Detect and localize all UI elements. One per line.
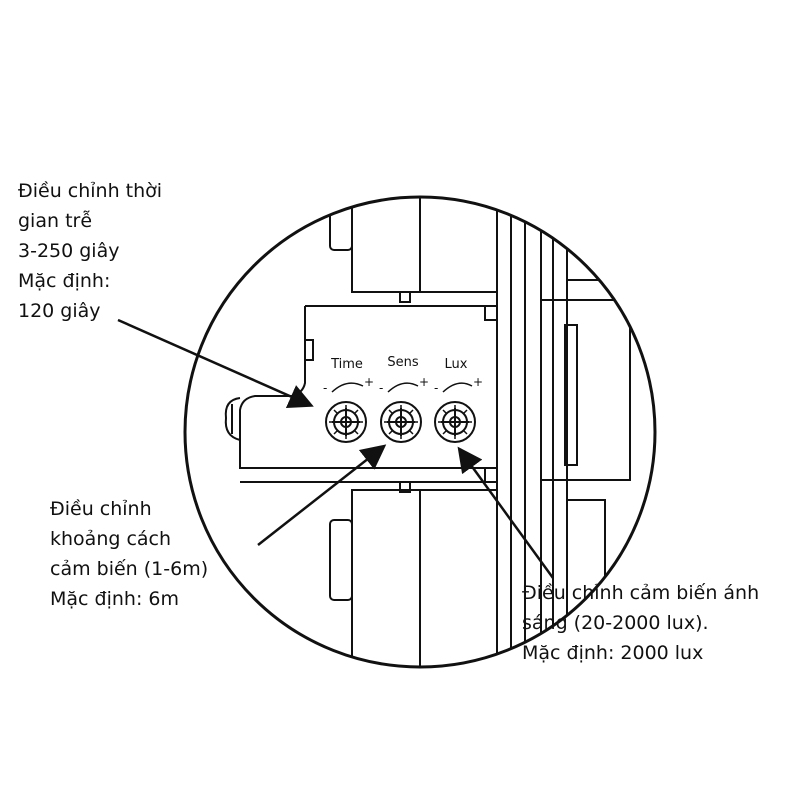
right-panel <box>541 197 631 641</box>
callout-line: Mặc định: 2000 lux <box>522 642 704 664</box>
arrow-to-time-knob <box>117 318 314 408</box>
adjust-arcs <box>331 382 473 393</box>
plus-sign-sens: + <box>419 375 429 389</box>
magnifier-circle <box>183 195 657 669</box>
knob-lux <box>434 401 476 443</box>
callout-line: 3-250 giây <box>18 240 120 262</box>
callout-line: sáng (20-2000 lux). <box>522 612 709 634</box>
callout-line: khoảng cách <box>50 528 172 550</box>
callout-time-delay: Điều chỉnh thời gian trễ 3-250 giây Mặc … <box>18 176 162 326</box>
knob-label-sens: Sens <box>387 355 418 370</box>
callout-line: Điều chỉnh thời <box>18 180 163 202</box>
callout-line: 120 giây <box>18 300 101 322</box>
pointer-arrows <box>117 318 555 579</box>
plus-sign-time: + <box>364 375 374 389</box>
knob-labels: Time Sens Lux - + - + - + <box>323 355 483 395</box>
callout-line: gian trễ <box>18 210 93 232</box>
plus-sign-lux: + <box>473 375 483 389</box>
callout-line: cảm biến (1-6m) <box>50 558 209 580</box>
minus-sign-time: - <box>323 381 327 395</box>
knob-housing <box>224 305 498 483</box>
minus-sign-lux: - <box>434 381 438 395</box>
callout-light-sensor: Điều chỉnh cảm biến ánh sáng (20-2000 lu… <box>522 578 759 668</box>
minus-sign-sens: - <box>379 381 383 395</box>
knob-time <box>325 401 367 443</box>
knob-label-time: Time <box>330 357 363 372</box>
arrow-to-sens-knob <box>257 444 387 546</box>
arrow-to-lux-knob <box>457 446 555 579</box>
callout-line: Mặc định: 6m <box>50 588 179 610</box>
callout-line: Điều chỉnh <box>50 498 152 520</box>
bottom-slot <box>329 481 497 667</box>
knob-sens <box>380 401 422 443</box>
knob-label-lux: Lux <box>445 357 468 372</box>
callout-sensor-distance: Điều chỉnh khoảng cách cảm biến (1-6m) M… <box>50 494 208 614</box>
callout-line: Điều chỉnh cảm biến ánh <box>522 582 760 604</box>
callout-line: Mặc định: <box>18 270 111 292</box>
top-slot <box>329 197 497 303</box>
